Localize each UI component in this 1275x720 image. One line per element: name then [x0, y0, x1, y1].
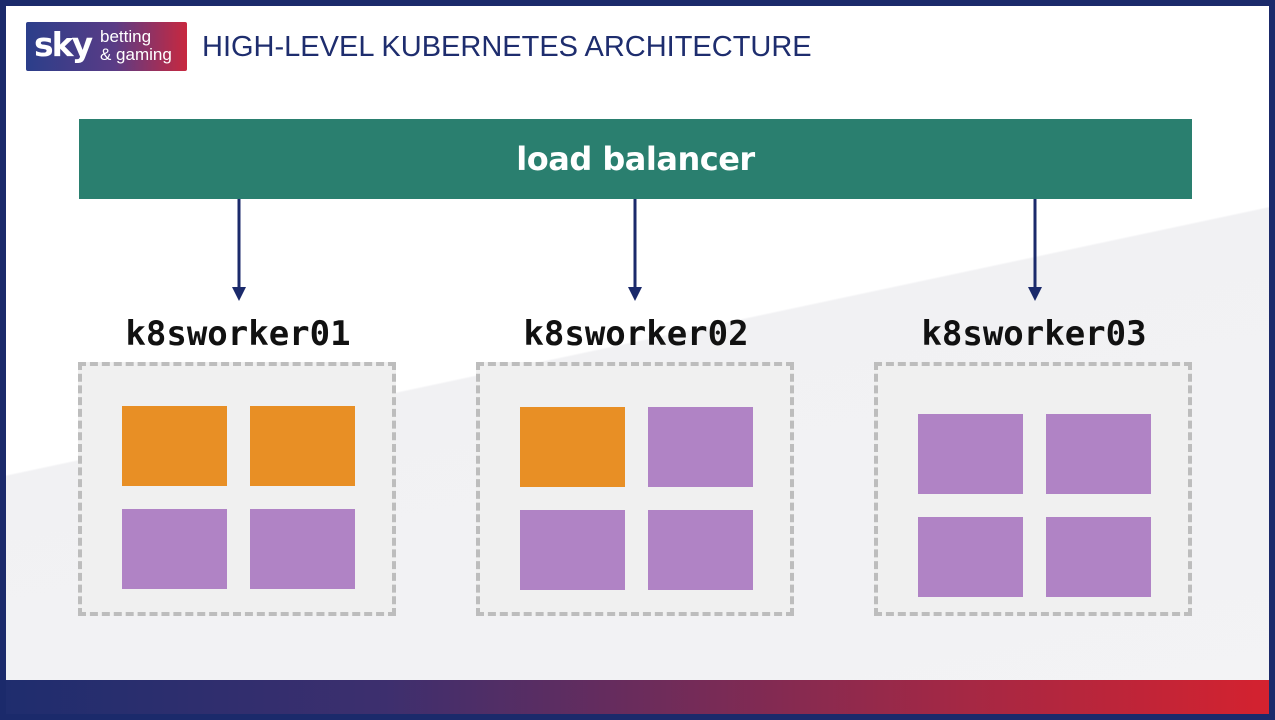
node-name-k8sworker01: k8sworker01: [125, 314, 351, 354]
node-k8sworker01: [78, 362, 396, 616]
purple-pod: [918, 517, 1023, 597]
slide-title: HIGH-LEVEL KUBERNETES ARCHITECTURE: [202, 31, 812, 63]
load-balancer-label: load balancer: [516, 140, 755, 178]
node-name-k8sworker02: k8sworker02: [523, 314, 749, 354]
logo-line-1: betting: [100, 27, 152, 46]
purple-pod: [648, 407, 753, 487]
arrow-to-k8sworker01: [232, 199, 246, 301]
logo-brand: sky: [34, 25, 93, 64]
node-k8sworker02: [476, 362, 794, 616]
purple-pod: [520, 510, 625, 590]
purple-pod: [122, 509, 227, 589]
purple-pod: [1046, 414, 1151, 494]
logo-line-2: & gaming: [100, 45, 172, 64]
arrow-to-k8sworker02: [628, 199, 642, 301]
orange-pod: [122, 406, 227, 486]
node-k8sworker03: [874, 362, 1192, 616]
bottom-gradient-bar: [6, 680, 1269, 714]
purple-pod: [918, 414, 1023, 494]
node-name-k8sworker03: k8sworker03: [921, 314, 1147, 354]
orange-pod: [520, 407, 625, 487]
sky-betting-gaming-logo: sky betting & gaming: [26, 22, 187, 71]
orange-pod: [250, 406, 355, 486]
purple-pod: [250, 509, 355, 589]
purple-pod: [1046, 517, 1151, 597]
purple-pod: [648, 510, 753, 590]
arrow-to-k8sworker03: [1028, 199, 1042, 301]
load-balancer: load balancer: [79, 119, 1192, 199]
